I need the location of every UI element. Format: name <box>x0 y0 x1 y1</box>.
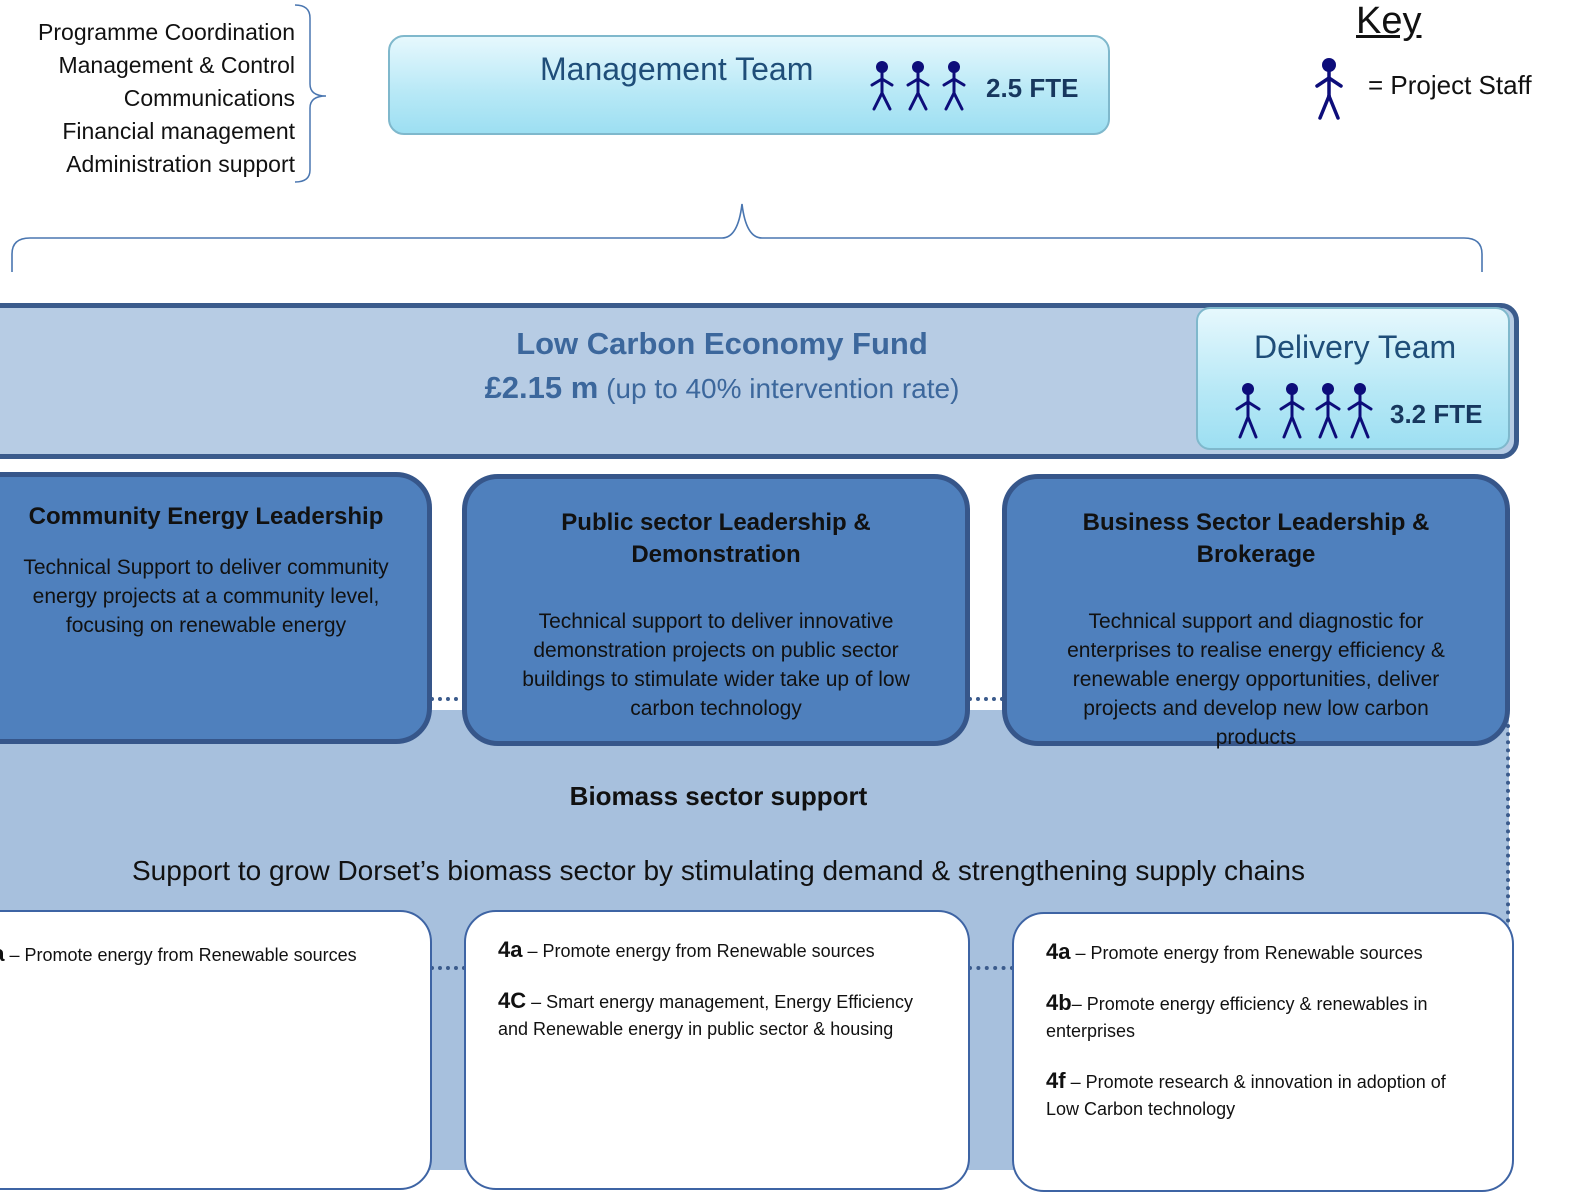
team-brace <box>11 203 1483 272</box>
role-item: Administration support <box>66 151 295 177</box>
objective-text: – Promote research & innovation in adopt… <box>1046 1072 1446 1119</box>
connector-dots <box>430 966 466 970</box>
objective-code: 4b <box>1046 990 1072 1015</box>
role-item: Management & Control <box>58 52 295 78</box>
objective-text: – Promote energy from Renewable sources <box>1070 943 1423 963</box>
management-team-title: Management Team <box>540 51 814 87</box>
fund-rate: (up to 40% intervention rate) <box>606 373 960 404</box>
person-icons-4 <box>1235 383 1373 439</box>
key-title: Key <box>1356 0 1422 42</box>
management-fte: 2.5 FTE <box>986 73 1079 103</box>
person-icons-3 <box>870 61 966 111</box>
key-label: = Project Staff <box>1368 70 1532 100</box>
fund-subtitle: £2.15 m (up to 40% intervention rate) <box>0 370 1444 406</box>
leadership-title: Business Sector Leadership & Brokerage <box>1082 509 1430 568</box>
objective-item: 4a – Promote energy from Renewable sourc… <box>1046 938 1482 967</box>
objective-code: 4a <box>0 941 4 966</box>
management-team-box: Management Team <box>388 35 1110 135</box>
leadership-box-public: Public sector Leadership & Demonstration… <box>462 474 970 746</box>
leadership-description: Technical support to deliver innovative … <box>522 610 910 720</box>
fund-title: Low Carbon Economy Fund <box>516 326 928 361</box>
objective-item: 4f – Promote research & innovation in ad… <box>1046 1067 1482 1123</box>
objective-text: – Smart energy management, Energy Effici… <box>498 992 913 1039</box>
fund-amount: £2.15 m <box>484 370 599 405</box>
leadership-description: Technical Support to deliver community e… <box>23 556 389 637</box>
objective-code: 4C <box>498 988 527 1013</box>
leadership-title: Community Energy Leadership <box>28 503 384 530</box>
objective-code: 4f <box>1046 1068 1066 1093</box>
person-icon <box>1315 58 1343 120</box>
objectives-box-business: 4a – Promote energy from Renewable sourc… <box>1012 912 1514 1192</box>
delivery-staff-icons <box>1234 381 1384 448</box>
objective-code: 4a <box>498 937 523 962</box>
leadership-description: Technical support and diagnostic for ent… <box>1067 610 1445 749</box>
leadership-box-business: Business Sector Leadership & Brokerage T… <box>1002 474 1510 749</box>
objective-text: – Promote energy from Renewable sources <box>522 941 875 961</box>
connector-dots <box>1506 724 1510 939</box>
role-item: Communications <box>123 85 295 111</box>
roles-brace <box>294 4 327 183</box>
connector-dots <box>968 697 1004 701</box>
role-item: Programme Coordination <box>38 19 295 45</box>
connector-dots <box>430 697 466 701</box>
objective-text: – Promote energy efficiency & renewables… <box>1046 994 1428 1041</box>
objectives-box-public: 4a – Promote energy from Renewable sourc… <box>464 910 970 1190</box>
objective-item: 4C – Smart energy management, Energy Eff… <box>498 987 944 1043</box>
leadership-box-community: Community Energy Leadership Technical Su… <box>0 472 432 744</box>
objective-item: 4a – Promote energy from Renewable sourc… <box>498 936 944 965</box>
objective-item: 4a – Promote energy from Renewable sourc… <box>0 940 410 969</box>
delivery-fte: 3.2 FTE <box>1390 399 1483 429</box>
roles-list: Programme Coordination Management & Cont… <box>38 16 295 181</box>
objective-item: 4b– Promote energy efficiency & renewabl… <box>1046 989 1482 1045</box>
objective-code: 4a <box>1046 939 1071 964</box>
role-item: Financial management <box>62 118 295 144</box>
objective-text: – Promote energy from Renewable sources <box>4 945 357 965</box>
connector-dots <box>968 966 1014 970</box>
biomass-title: Biomass sector support <box>569 781 868 811</box>
management-staff-icons <box>866 59 976 124</box>
objectives-box-community: 4a – Promote energy from Renewable sourc… <box>0 910 432 1190</box>
leadership-title: Public sector Leadership & Demonstration <box>561 509 871 568</box>
delivery-team-title: Delivery Team <box>1254 329 1457 365</box>
delivery-team-box: Delivery Team <box>1196 307 1510 450</box>
biomass-description: Support to grow Dorset’s biomass sector … <box>132 855 1305 886</box>
